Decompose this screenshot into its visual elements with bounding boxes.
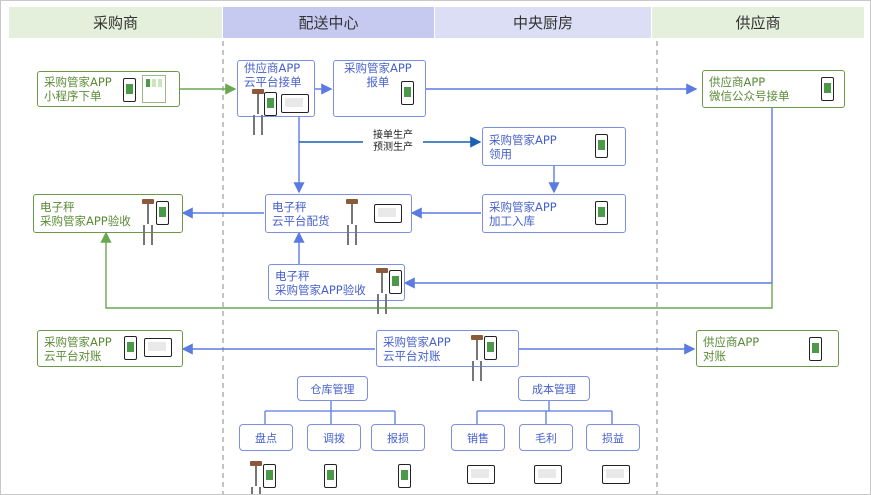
box-label: 销售 [467,431,489,445]
tablet-icon [144,338,172,357]
phone-icon [595,201,608,225]
box-label: 仓库管理 [310,382,355,396]
node-line: 电子秤 [272,199,307,214]
tablet-icon [534,465,562,484]
phone-icon [595,134,608,158]
node-line: 对账 [703,348,726,363]
phone-icon [123,78,136,102]
warehouse-item-loss[interactable]: 报损 [371,424,425,451]
column-header-kitchen: 中央厨房 [435,7,651,38]
scale-icon [346,199,358,227]
scale-icon [376,268,388,296]
node-line: 采购管家APP [489,199,557,214]
phone-icon [401,81,414,105]
box-label: 调拨 [323,431,345,445]
node-line: 小程序下单 [44,89,102,103]
phone-icon [156,201,169,225]
cost-item-margin[interactable]: 毛利 [519,424,573,451]
production-label: 接单生产 预测生产 [363,130,423,154]
scale-icon [252,89,264,117]
phone-icon [264,92,277,116]
phone-icon [324,464,337,488]
node-line: 加工入库 [489,213,535,228]
node-line: 采购管家APP验收 [275,282,366,297]
node-purchaser-inspect[interactable]: 电子秤采购管家APP验收 [33,194,183,233]
node-line: 云平台对账 [383,348,441,363]
phone-icon [124,336,137,360]
phone-icon [389,270,402,294]
tablet-icon [374,204,402,223]
node-line: 采购管家APP [44,334,112,349]
box-label: 损益 [602,431,624,445]
box-label: 成本管理 [532,382,576,396]
node-line: 微信公众号接单 [709,89,790,103]
column-title: 供应商 [735,14,781,32]
node-line: 采购管家APP [383,334,451,349]
phone-icon [263,464,276,488]
phone-icon [809,337,822,361]
node-line: 采购管家APP验收 [40,213,131,228]
node-line: 供应商APP [709,75,766,89]
node-line: 云平台对账 [44,348,102,363]
tablet-icon [281,94,309,113]
node-distribution-allocate[interactable]: 电子秤云平台配货 [265,194,412,233]
phone-icon [484,336,497,360]
phone-icon [821,77,834,101]
scale-icon [250,461,262,489]
node-line: 领用 [489,146,512,161]
node-line: 采购管家APP [344,61,412,75]
cost-item-sales[interactable]: 销售 [451,424,505,451]
node-line: 云平台配货 [272,213,330,228]
column-header-supplier: 供应商 [652,7,864,38]
cost-title[interactable]: 成本管理 [518,376,590,401]
phone-icon [398,464,411,488]
node-line: 供应商APP [703,334,760,349]
box-label: 报损 [387,431,409,445]
node-line: 采购管家APP [489,132,557,147]
node-line: 电子秤 [275,268,310,283]
node-line: 云平台接单 [244,75,302,89]
label-line: 接单生产 [373,130,413,141]
column-header-purchaser: 采购商 [9,7,222,38]
column-title: 配送中心 [298,14,359,32]
scale-icon [142,199,154,227]
node-line: 采购管家APP [44,75,112,89]
box-label: 盘点 [255,431,277,445]
cost-item-profit-loss[interactable]: 损益 [586,424,640,451]
warehouse-title[interactable]: 仓库管理 [297,376,368,401]
column-title: 中央厨房 [512,14,573,32]
column-header-distribution: 配送中心 [223,7,434,38]
warehouse-item-inventory[interactable]: 盘点 [239,424,293,451]
tablet-icon [467,465,495,484]
label-line: 预测生产 [373,142,413,153]
node-line: 报单 [366,75,390,89]
node-line: 供应商APP [244,61,301,75]
node-line: 电子秤 [40,199,75,214]
box-label: 毛利 [535,431,557,445]
scale-icon [471,335,483,363]
mini-program-icon [142,75,166,103]
node-distribution-inspect[interactable]: 电子秤采购管家APP验收 [268,264,405,301]
tablet-icon [602,465,630,484]
warehouse-item-transfer[interactable]: 调拨 [307,424,361,451]
column-title: 采购商 [92,14,138,32]
